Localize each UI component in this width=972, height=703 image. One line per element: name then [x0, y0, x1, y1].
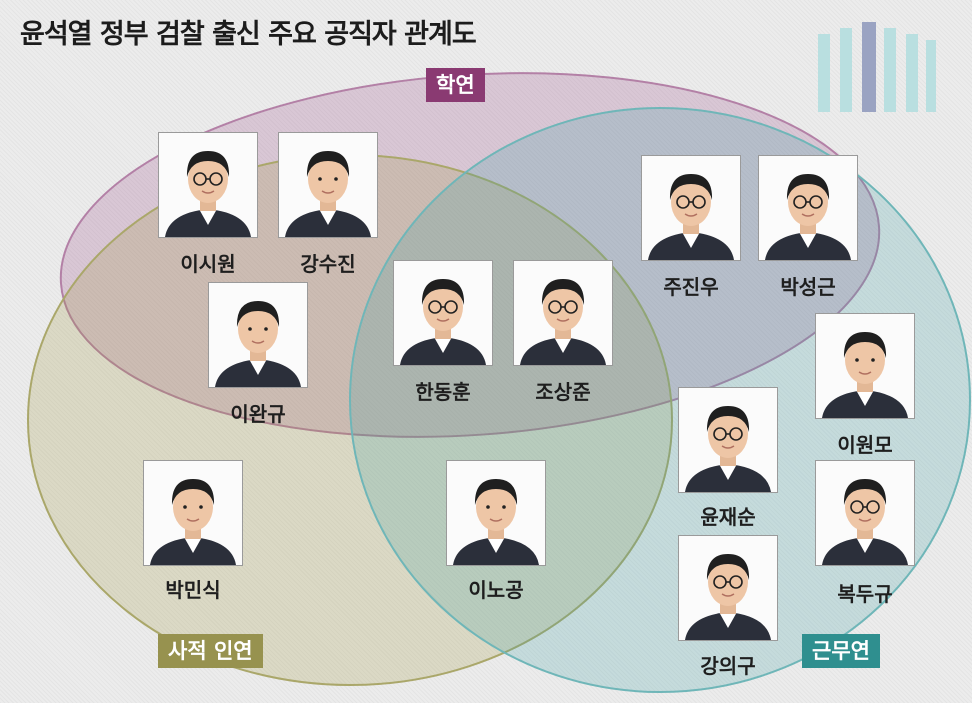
portrait-photo — [513, 260, 613, 366]
person-name: 박민식 — [165, 578, 221, 602]
portrait-icon — [514, 261, 612, 365]
person-name: 이노공 — [468, 578, 524, 602]
portrait-photo — [678, 535, 778, 641]
portrait-icon — [279, 133, 377, 237]
person-name: 강수진 — [300, 252, 356, 276]
person-name: 강의구 — [700, 654, 756, 678]
person-name: 한동훈 — [415, 380, 471, 404]
portrait-icon — [679, 536, 777, 640]
work-tag: 근무연 — [802, 634, 880, 668]
portrait-icon — [816, 461, 914, 565]
portrait-icon — [759, 156, 857, 260]
portrait-photo — [393, 260, 493, 366]
portrait-photo — [815, 313, 915, 419]
portrait-photo — [143, 460, 243, 566]
person-name: 이완규 — [230, 402, 286, 426]
portrait-photo — [208, 282, 308, 388]
portrait-icon — [209, 283, 307, 387]
portrait-icon — [642, 156, 740, 260]
portrait-photo — [278, 132, 378, 238]
portrait-photo — [815, 460, 915, 566]
person-name: 이시원 — [180, 252, 236, 276]
portrait-icon — [159, 133, 257, 237]
person-name: 복두규 — [837, 582, 893, 606]
portrait-photo — [446, 460, 546, 566]
person-name: 조상준 — [535, 380, 591, 404]
prosecution-logo-icon — [818, 22, 936, 112]
portrait-photo — [678, 387, 778, 493]
school-tag: 학연 — [426, 68, 485, 102]
portrait-icon — [144, 461, 242, 565]
diagram-title: 윤석열 정부 검찰 출신 주요 공직자 관계도 — [20, 19, 477, 50]
portrait-photo — [758, 155, 858, 261]
personal-tag: 사적 인연 — [158, 634, 263, 668]
portrait-icon — [679, 388, 777, 492]
person-name: 윤재순 — [700, 505, 756, 529]
portrait-icon — [816, 314, 914, 418]
person-name: 박성근 — [780, 275, 836, 299]
portrait-photo — [641, 155, 741, 261]
person-name: 이원모 — [837, 433, 893, 457]
person-name: 주진우 — [663, 275, 719, 299]
portrait-icon — [394, 261, 492, 365]
portrait-icon — [447, 461, 545, 565]
portrait-photo — [158, 132, 258, 238]
